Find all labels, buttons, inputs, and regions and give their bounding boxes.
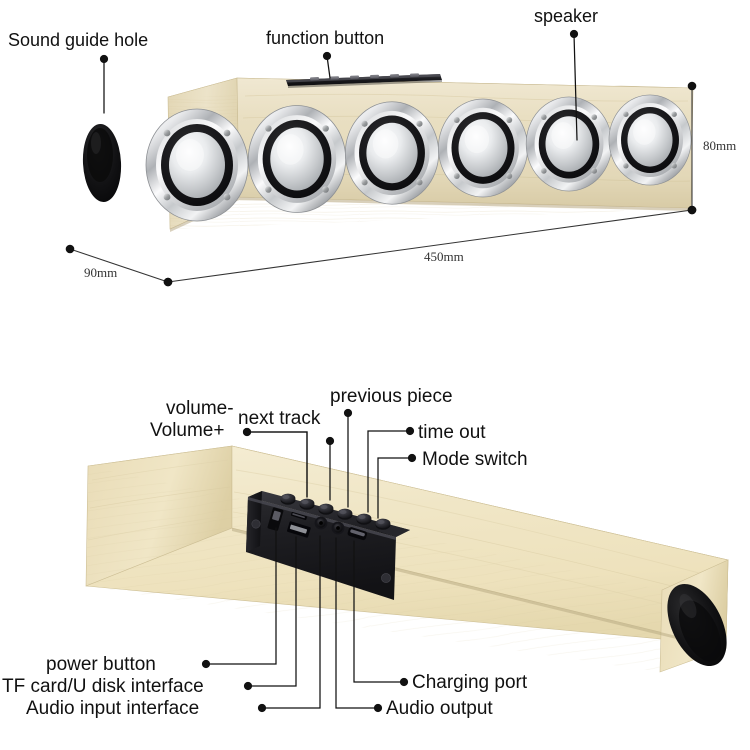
audio-input-jack[interactable] (314, 516, 328, 530)
bottom-product-illustration (85, 445, 729, 673)
leader-dot-function-button (322, 51, 332, 61)
speaker-driver (344, 101, 440, 205)
leader-dot-volume-plus (242, 427, 252, 437)
control-panel-face (246, 497, 396, 600)
sound-guide-hole-top-view (82, 124, 122, 202)
leader-line-width (167, 209, 693, 283)
label-width: 450mm (424, 249, 464, 264)
leader-line-audio-output (335, 537, 379, 709)
speaker-driver (525, 96, 613, 192)
leader-line-depth (69, 248, 169, 283)
label-function-button: function button (266, 28, 384, 48)
leader-dot-speaker (569, 29, 579, 39)
leader-dot-charging-port (399, 677, 409, 687)
leader-dot-previous-piece (343, 408, 353, 418)
leader-line-audio-input (261, 535, 321, 709)
panel-button[interactable] (280, 493, 296, 505)
sound-guide-hole-bottom-view (667, 583, 727, 667)
control-panel-buttons[interactable] (280, 493, 391, 530)
label-power-button: power button (46, 654, 156, 675)
leader-line-speaker (573, 33, 578, 141)
bottom-view-label-texts: volume-Volume+ next track previous piece ti… (2, 386, 528, 719)
label-volume-plus: Volume+ (150, 420, 224, 441)
label-speaker: speaker (534, 6, 598, 26)
top-view-dimension-labels: 90mm 450mm 80mm (84, 138, 736, 280)
label-audio-input: Audio input interface (26, 698, 199, 719)
label-sound-guide-hole: Sound guide hole (8, 30, 148, 50)
speaker-driver (145, 108, 249, 222)
charging-port-connector[interactable] (347, 527, 368, 541)
top-view-dimension-lines (69, 86, 693, 283)
label-audio-output: Audio output (386, 698, 493, 719)
leader-dot-sound-guide-hole (99, 54, 109, 64)
panel-mounting-screws (251, 519, 391, 583)
label-charging-port: Charging port (412, 672, 528, 693)
usb-port[interactable] (287, 521, 311, 538)
leader-dot-audio-input (257, 703, 267, 713)
dim-endpoint-height (687, 205, 697, 215)
panel-button[interactable] (299, 498, 315, 510)
leader-dot-time-out (405, 426, 415, 436)
speaker-driver (608, 94, 692, 186)
leader-line-charging-port (353, 540, 405, 683)
top-view-leader-dots (99, 29, 579, 64)
label-tf-card-usb: TF card/U disk interface (2, 676, 204, 697)
speaker-driver (247, 105, 347, 213)
top-view-label-texts: Sound guide hole function button speaker (8, 6, 598, 50)
leader-line-power-button (205, 527, 277, 665)
tf-card-slot[interactable] (290, 511, 308, 521)
panel-button[interactable] (375, 518, 391, 530)
dim-endpoint-width (163, 277, 173, 287)
power-switch[interactable] (267, 507, 284, 531)
leader-line-volume-plus (246, 431, 308, 498)
leader-dot-mode-switch (407, 453, 417, 463)
leader-line-mode-switch (377, 457, 413, 519)
leader-dot-tf-card-usb (243, 681, 253, 691)
leader-line-time-out (367, 430, 411, 513)
label-previous-piece: previous piece (330, 386, 453, 407)
top-view-dimension-dots (65, 81, 697, 287)
panel-button[interactable] (318, 503, 334, 515)
leader-dot-audio-output (373, 703, 383, 713)
label-mode-switch: Mode switch (422, 449, 528, 470)
speaker-driver (438, 98, 528, 198)
bottom-view-leaders (205, 412, 413, 709)
panel-button[interactable] (356, 513, 372, 525)
label-time-out: time out (418, 422, 486, 443)
dim-endpoint-height (687, 81, 697, 91)
leader-dot-next-track (325, 436, 335, 446)
top-product-illustration (82, 73, 694, 232)
label-depth: 90mm (84, 265, 117, 280)
audio-output-jack[interactable] (331, 521, 345, 535)
leader-line-tf-card-usb (247, 536, 297, 687)
label-height: 80mm (703, 138, 736, 153)
leader-dot-power-button (201, 659, 211, 669)
function-button-strip[interactable] (286, 73, 442, 88)
bottom-view-leader-dots (201, 408, 417, 713)
speaker-array-top-view (145, 94, 692, 222)
label-next-track: next track (238, 408, 321, 429)
panel-button[interactable] (337, 508, 353, 520)
dim-endpoint-depth (65, 244, 75, 254)
control-panel[interactable] (246, 491, 410, 600)
label-volume-minus: volume- (166, 398, 234, 419)
